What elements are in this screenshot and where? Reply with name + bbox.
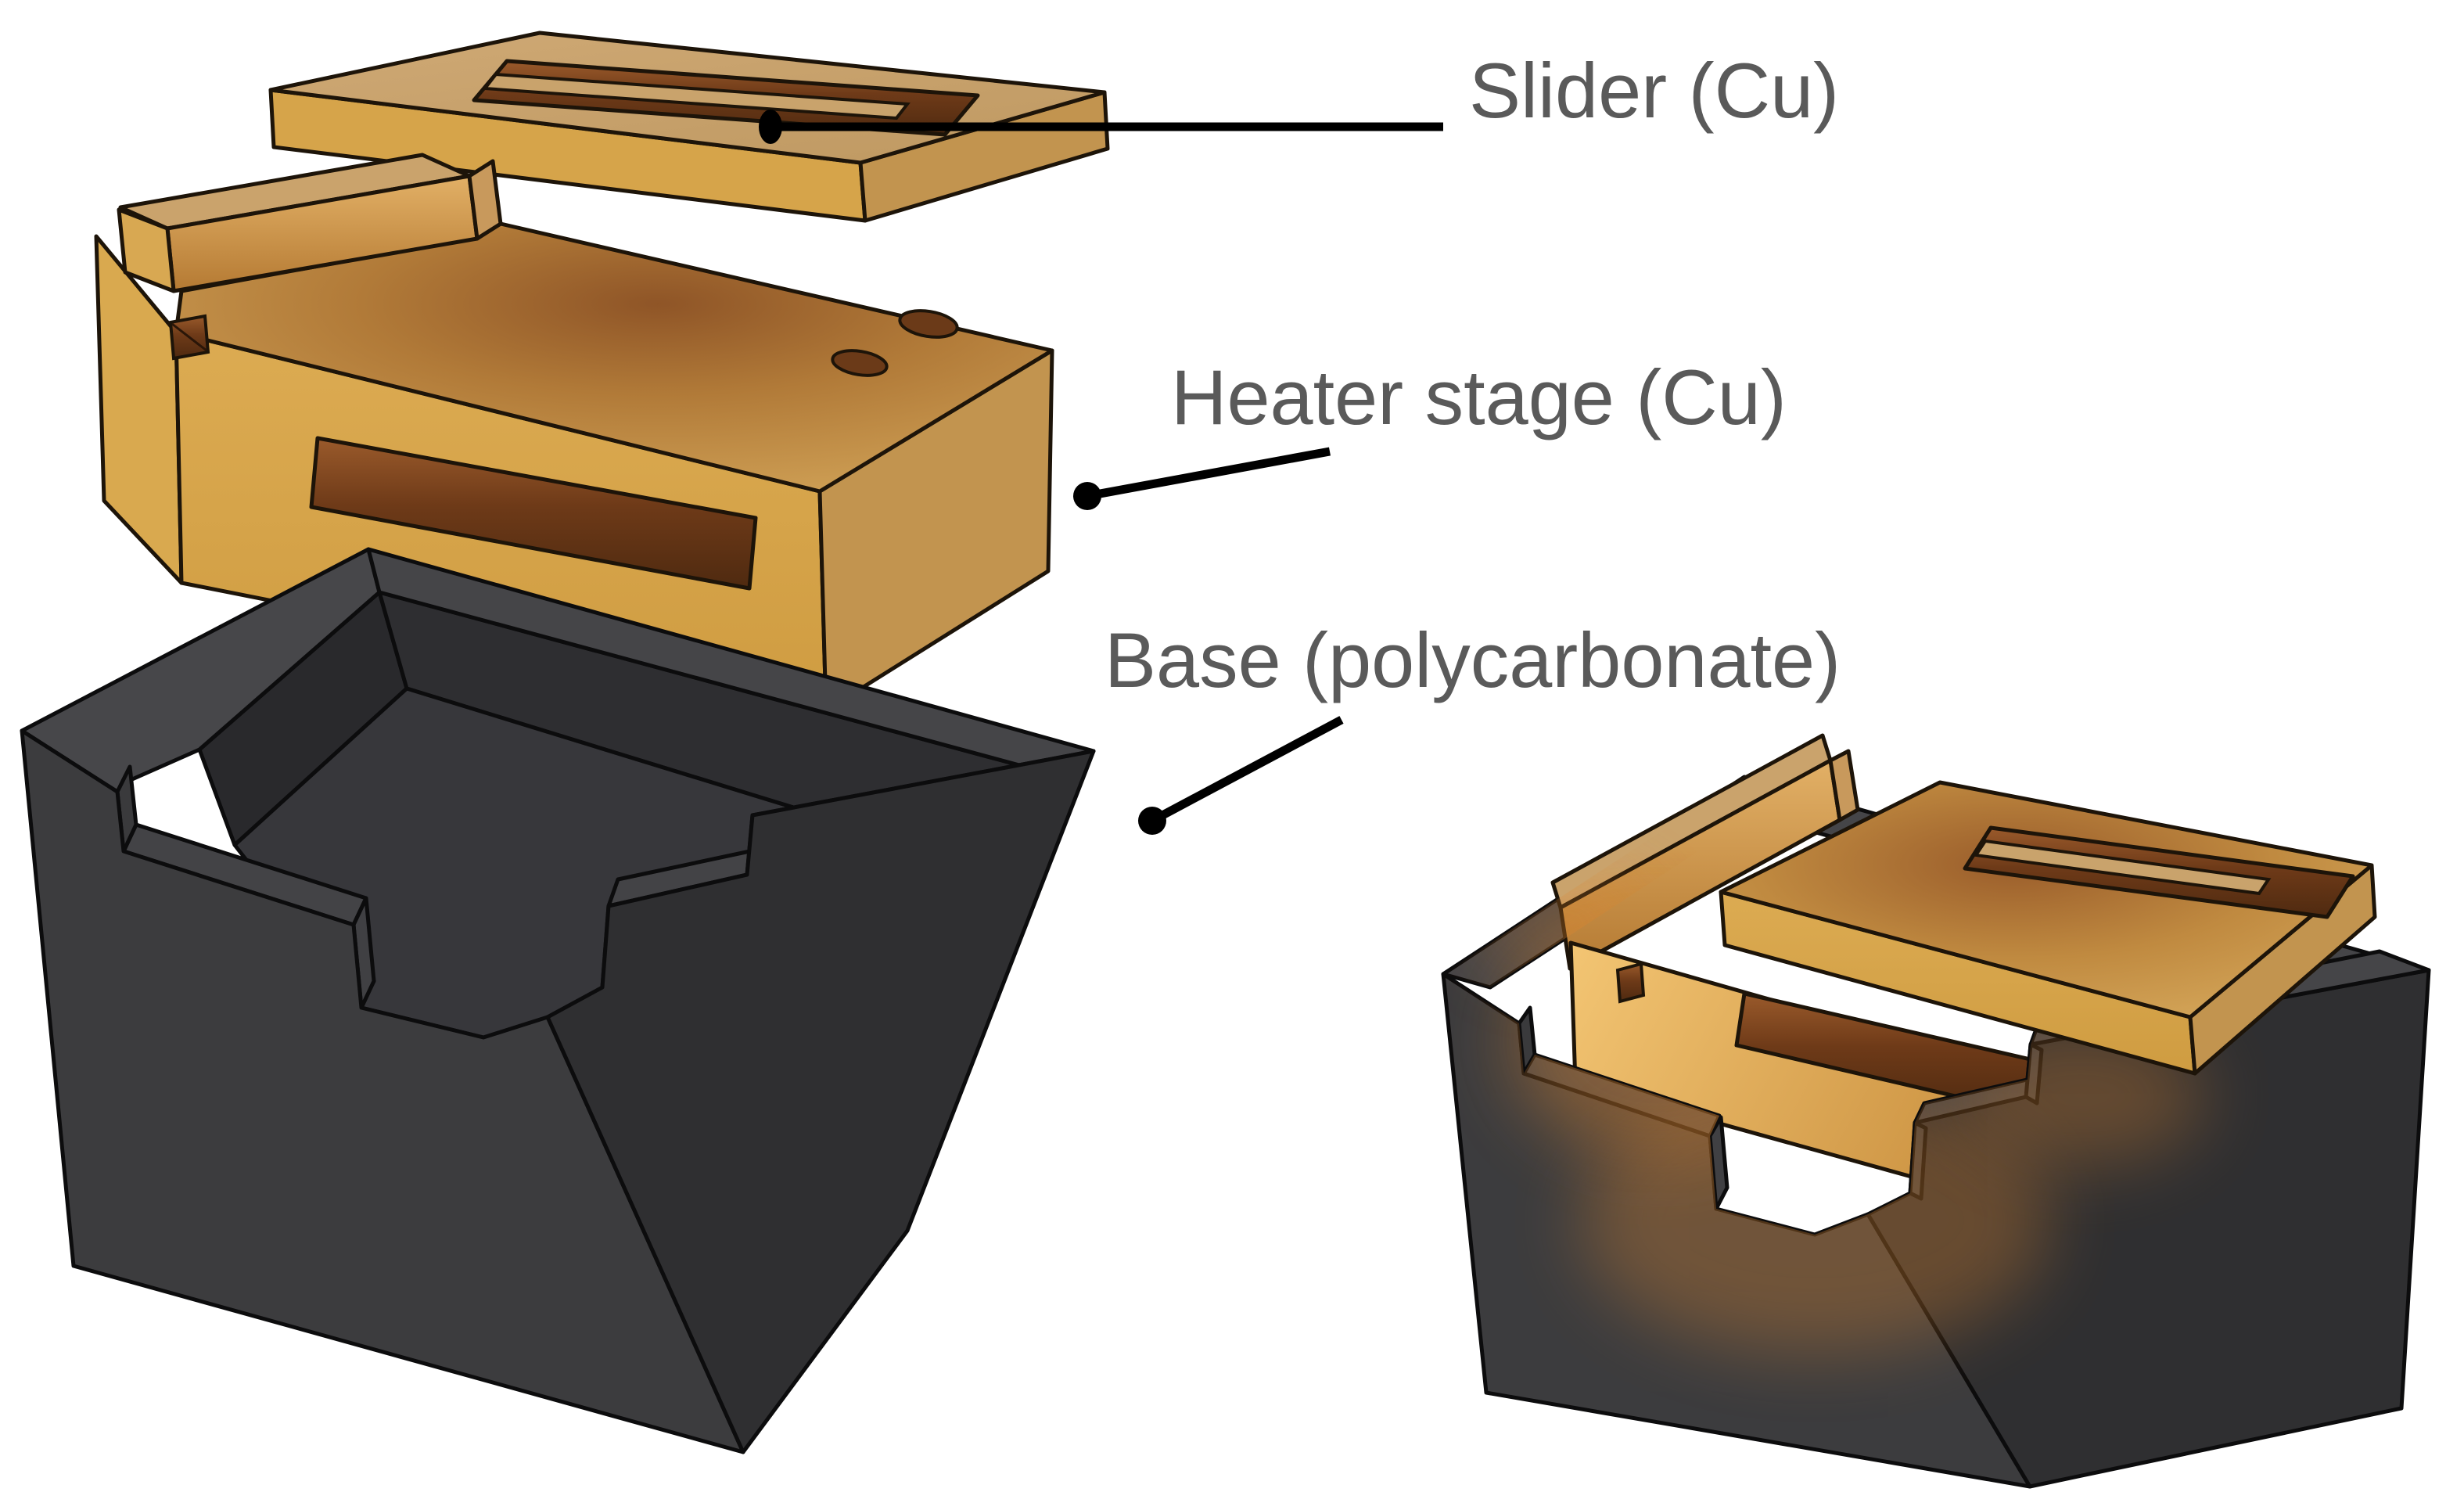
base-right-face xyxy=(545,749,1096,1454)
heater-top-hole-2 xyxy=(831,349,889,377)
leader-annotations xyxy=(759,110,1443,835)
base-leader-line xyxy=(1150,716,1344,825)
assembled-slider xyxy=(1719,780,2377,1076)
assembled-view xyxy=(1441,733,2431,1489)
heater-label: Heater stage (Cu) xyxy=(1171,354,1787,440)
assembled-slider-top xyxy=(1719,780,2374,1019)
heater-rail-left-end xyxy=(117,207,176,293)
heater-front-slot xyxy=(309,436,758,591)
heater-part-exploded xyxy=(94,153,1054,713)
slider-label: Slider (Cu) xyxy=(1469,47,1839,134)
base-label: Base (polycarbonate) xyxy=(1104,617,1841,703)
assembled-slider-tongue xyxy=(1973,839,2272,896)
heater-leader-line xyxy=(1087,447,1331,501)
slider-slot-tongue xyxy=(482,72,911,120)
base-part-exploded xyxy=(20,547,1096,1454)
slider-leader-dot xyxy=(759,110,782,144)
heater-square-hole-edge xyxy=(171,322,207,352)
heater-top-hole-1 xyxy=(898,309,959,339)
base-leader-dot xyxy=(1138,807,1166,835)
base-front-face xyxy=(20,728,745,1454)
assembled-square-hole xyxy=(1615,962,1646,1004)
heater-rail-end xyxy=(467,159,503,241)
assembled-rail-end xyxy=(1828,749,1860,822)
heater-leader-dot xyxy=(1073,482,1101,510)
